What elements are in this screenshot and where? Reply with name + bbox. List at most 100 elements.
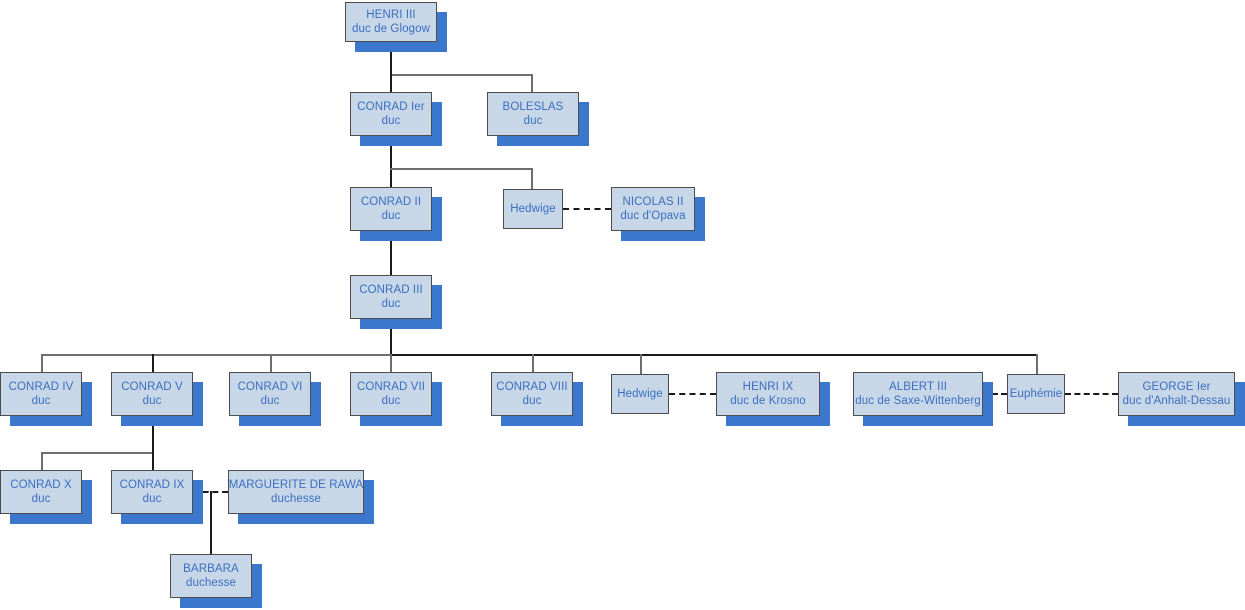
node-name: HENRI III [366, 8, 416, 21]
node-name: CONRAD X [10, 478, 72, 491]
connector-to-boleslas [531, 74, 533, 92]
node-conrad6[interactable]: CONRAD VI duc [229, 372, 321, 426]
node-name: CONRAD V [121, 380, 183, 393]
node-face: CONRAD VIII duc [491, 372, 573, 416]
node-face: CONRAD Ier duc [350, 92, 432, 136]
connector-to-conrad1 [390, 74, 392, 92]
node-name: CONRAD IV [8, 380, 74, 393]
node-henri3[interactable]: HENRI III duc de Glogow [345, 2, 447, 52]
node-name: HENRI IX [742, 380, 794, 393]
node-face: Euphémie [1007, 374, 1065, 414]
connector-to-conrad5 [152, 354, 154, 372]
node-name: CONRAD Ier [357, 100, 425, 113]
node-title: duc [260, 395, 280, 407]
node-title: duc [31, 395, 51, 407]
node-title: duc d'Anhalt-Dessau [1122, 395, 1231, 407]
node-name: BOLESLAS [502, 100, 564, 113]
node-face: NICOLAS II duc d'Opava [611, 187, 695, 231]
node-name: BARBARA [183, 562, 239, 575]
node-title: duc [522, 395, 542, 407]
marriage-line-hedwige1-nicolas2 [563, 208, 611, 210]
node-conrad9[interactable]: CONRAD IX duc [111, 470, 203, 524]
node-nicolas2[interactable]: NICOLAS II duc d'Opava [611, 187, 705, 241]
node-conrad1[interactable]: CONRAD Ier duc [350, 92, 442, 146]
marriage-line-euphemie-george1 [1065, 393, 1118, 395]
node-title: duc [142, 493, 162, 505]
node-conrad10[interactable]: CONRAD X duc [0, 470, 92, 524]
connector-henri3-sibling-bar [390, 74, 533, 76]
node-conrad2[interactable]: CONRAD II duc [350, 187, 442, 241]
node-henri9[interactable]: HENRI IX duc de Krosno [716, 372, 830, 426]
node-name: CONRAD VII [356, 380, 426, 393]
node-face: CONRAD V duc [111, 372, 193, 416]
connector-to-barbara [210, 491, 212, 554]
node-name: CONRAD IX [119, 478, 185, 491]
connector-conrad2-trunk [390, 231, 392, 275]
node-title: duc d'Opava [620, 210, 686, 222]
connector-to-euphemie [1036, 354, 1038, 374]
node-face: CONRAD II duc [350, 187, 432, 231]
connector-to-conrad4 [41, 354, 43, 372]
node-name: CONRAD II [360, 195, 422, 208]
node-face: HENRI IX duc de Krosno [716, 372, 820, 416]
node-face: CONRAD VII duc [350, 372, 432, 416]
node-title: duc [381, 395, 401, 407]
node-name: Euphémie [1009, 387, 1063, 400]
node-title: duchesse [185, 577, 237, 589]
connector-to-conrad8 [532, 354, 534, 372]
node-hedwige-1[interactable]: Hedwige [503, 189, 563, 229]
node-face: CONRAD VI duc [229, 372, 311, 416]
node-albert3[interactable]: ALBERT III duc de Saxe-Wittenberg [853, 372, 993, 426]
connector-to-conrad10 [41, 452, 43, 470]
connector-to-conrad6 [270, 354, 272, 372]
node-name: CONRAD VI [237, 380, 303, 393]
node-face: Hedwige [611, 374, 669, 414]
node-title: duc [381, 298, 401, 310]
node-name: NICOLAS II [622, 195, 684, 208]
node-face: CONRAD X duc [0, 470, 82, 514]
node-hedwige-2[interactable]: Hedwige [611, 374, 669, 414]
connector-conrad1-sibling-bar [390, 168, 533, 170]
node-title: duchesse [270, 493, 322, 505]
connector-to-conrad7 [390, 354, 392, 372]
node-face: CONRAD IX duc [111, 470, 193, 514]
node-conrad4[interactable]: CONRAD IV duc [0, 372, 92, 426]
node-conrad8[interactable]: CONRAD VIII duc [491, 372, 583, 426]
node-face: GEORGE Ier duc d'Anhalt-Dessau [1118, 372, 1235, 416]
node-name: CONRAD VIII [496, 380, 568, 393]
node-conrad3[interactable]: CONRAD III duc [350, 275, 442, 329]
node-name: ALBERT III [888, 380, 948, 393]
node-name: Hedwige [510, 202, 556, 215]
connector-conrad3-trunk [390, 319, 392, 356]
node-title: duc [31, 493, 51, 505]
marriage-line-hedwige2-henri9 [669, 393, 716, 395]
connector-conrad5-sibling-bar [41, 452, 152, 454]
connector-main-sibling-bar-right [390, 354, 1038, 356]
node-name: MARGUERITE DE RAWA [228, 478, 364, 491]
node-title: duc de Glogow [351, 23, 430, 35]
node-barbara[interactable]: BARBARA duchesse [170, 554, 262, 608]
node-name: GEORGE Ier [1142, 380, 1211, 393]
node-face: BARBARA duchesse [170, 554, 252, 598]
node-face: HENRI III duc de Glogow [345, 2, 437, 42]
node-title: duc de Saxe-Wittenberg [855, 395, 981, 407]
node-title: duc [381, 115, 401, 127]
connector-main-sibling-bar-left [41, 354, 390, 356]
connector-to-hedwige2 [640, 354, 642, 374]
node-boleslas[interactable]: BOLESLAS duc [487, 92, 589, 146]
node-face: MARGUERITE DE RAWA duchesse [228, 470, 364, 514]
node-marguerite-de-rawa[interactable]: MARGUERITE DE RAWA duchesse [228, 470, 374, 524]
node-euphemie[interactable]: Euphémie [1007, 374, 1065, 414]
node-face: BOLESLAS duc [487, 92, 579, 136]
node-conrad7[interactable]: CONRAD VII duc [350, 372, 442, 426]
node-face: Hedwige [503, 189, 563, 229]
connector-to-hedwige1 [531, 168, 533, 189]
node-face: CONRAD IV duc [0, 372, 82, 416]
node-name: CONRAD III [359, 283, 423, 296]
node-conrad5[interactable]: CONRAD V duc [111, 372, 203, 426]
connector-henri3-trunk [390, 42, 392, 76]
node-face: CONRAD III duc [350, 275, 432, 319]
node-title: duc [142, 395, 162, 407]
node-george1[interactable]: GEORGE Ier duc d'Anhalt-Dessau [1118, 372, 1245, 426]
